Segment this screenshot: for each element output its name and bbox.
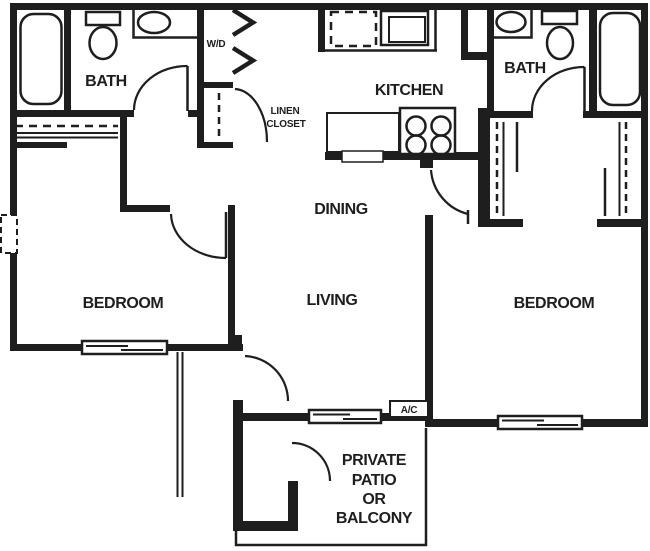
bath-right-bottom-wall-b [583, 111, 648, 118]
closet-right-a-stub [478, 219, 523, 227]
linen-label-line2: CLOSET [266, 119, 305, 130]
kitchen-counter-peninsula [326, 112, 400, 153]
storage-right-stub [288, 481, 298, 531]
bedroom-right-door-arc [429, 169, 469, 216]
windows [80, 339, 584, 431]
bath-right-bottom-wall-a [478, 111, 533, 118]
bath-right-door-arc [530, 65, 585, 112]
linen-bottom-wall [197, 142, 233, 148]
living-right-wall [425, 215, 433, 421]
room-labels: BATH BATH KITCHEN DINING LIVING BEDROOM … [83, 39, 595, 527]
bath-left-fixtures [19, 9, 197, 111]
toilet-left-tank-icon [84, 10, 122, 27]
kitchen-sink-inner-icon [388, 16, 426, 43]
kitchen-label: KITCHEN [375, 82, 443, 99]
closet-left-stub-wall [10, 142, 67, 148]
kitchen-wall-stub [420, 160, 433, 168]
toilet-right-tank-icon [540, 9, 579, 26]
storage-bottom-wall [233, 521, 298, 531]
living-bottom-wall-a [233, 413, 309, 421]
ac-unit-label: A/C [401, 405, 418, 416]
tub-right-niche-wall [589, 8, 597, 111]
pass-through-opening [341, 150, 384, 163]
bedroom-right-label: BEDROOM [514, 295, 595, 312]
kitchen-fixtures [325, 8, 457, 163]
closet-right-b-stub [597, 219, 648, 227]
fridge-divider-wall [461, 3, 468, 60]
entry-stub-wall [233, 335, 242, 344]
patio-label-line3: OR [362, 491, 386, 508]
storage-door-arc [291, 441, 332, 482]
ac-unit: A/C [389, 400, 429, 418]
bath-left-bottom-wall [10, 110, 134, 117]
bath-right-fixtures [494, 9, 642, 112]
bedroom-left-label: BEDROOM [83, 295, 164, 312]
bedroom-left-right-wall [120, 110, 127, 212]
bath-left-door-arc [132, 64, 188, 111]
living-label: LIVING [307, 292, 358, 309]
bath-left-label: BATH [85, 73, 127, 90]
sink-left-counter [132, 9, 197, 39]
wall-right [641, 3, 648, 427]
linen-door-arc [234, 87, 269, 143]
storage-left-wall [233, 400, 243, 531]
wall-left-lower [10, 253, 17, 351]
bedroom-left-door-arc [169, 213, 227, 260]
living-patio-window [307, 408, 383, 425]
bedroom-right-closets [495, 122, 628, 216]
kitchen-bottom-wall [325, 152, 487, 160]
dining-label: DINING [314, 201, 368, 218]
wd-bifold-door-icon-2 [231, 46, 258, 75]
wall-left-upper [10, 3, 17, 215]
bath-right-label: BATH [504, 60, 546, 77]
bedroom-left-closet [15, 124, 118, 139]
patio-label-line1: PRIVATE [342, 452, 407, 469]
bedroom-left-bottom-wall-b [167, 344, 243, 351]
entry-door-arc [244, 354, 290, 402]
bathtub-left-icon [19, 12, 63, 106]
bath-left-bottom-stub [188, 110, 204, 117]
sink-right-counter [494, 9, 533, 39]
wd-bottom-wall [197, 82, 233, 88]
kitchen-left-wall [318, 3, 325, 52]
wd-bifold-door-icon [231, 8, 258, 37]
toilet-right-bowl-icon [545, 25, 575, 61]
tub-left-niche-wall [64, 8, 71, 111]
wd-left-wall [197, 8, 204, 148]
bath-right-left-wall [487, 3, 494, 118]
living-left-wall [228, 205, 235, 351]
patio-label-line4: BALCONY [336, 510, 413, 527]
stove-icon [398, 106, 457, 156]
wd-label: W/D [207, 39, 226, 50]
wall-feature-dashed [0, 214, 18, 254]
linen-label-line1: LINEN [270, 106, 299, 117]
patio-label-line2: PATIO [352, 472, 397, 489]
interior-doors [169, 169, 470, 482]
bedroom-left-bottom-wall-a [10, 344, 82, 351]
bedroom-left-jog-wall [120, 205, 170, 212]
hall-left-wall [478, 108, 490, 222]
ac-unit-box [389, 400, 429, 418]
bedroom-right-window [496, 414, 584, 431]
toilet-left-bowl-icon [88, 25, 118, 61]
bathtub-right-icon [598, 11, 642, 107]
patio-railing [234, 428, 428, 547]
dishwasher-icon [329, 10, 378, 48]
fridge-side-wall [461, 52, 494, 60]
patio: A/C [176, 352, 429, 547]
wall-top [10, 3, 648, 10]
laundry-linen [217, 8, 269, 143]
bedroom-left-window [80, 339, 169, 356]
sink-left-basin-icon [136, 10, 172, 35]
sink-right-basin-icon [495, 10, 527, 34]
